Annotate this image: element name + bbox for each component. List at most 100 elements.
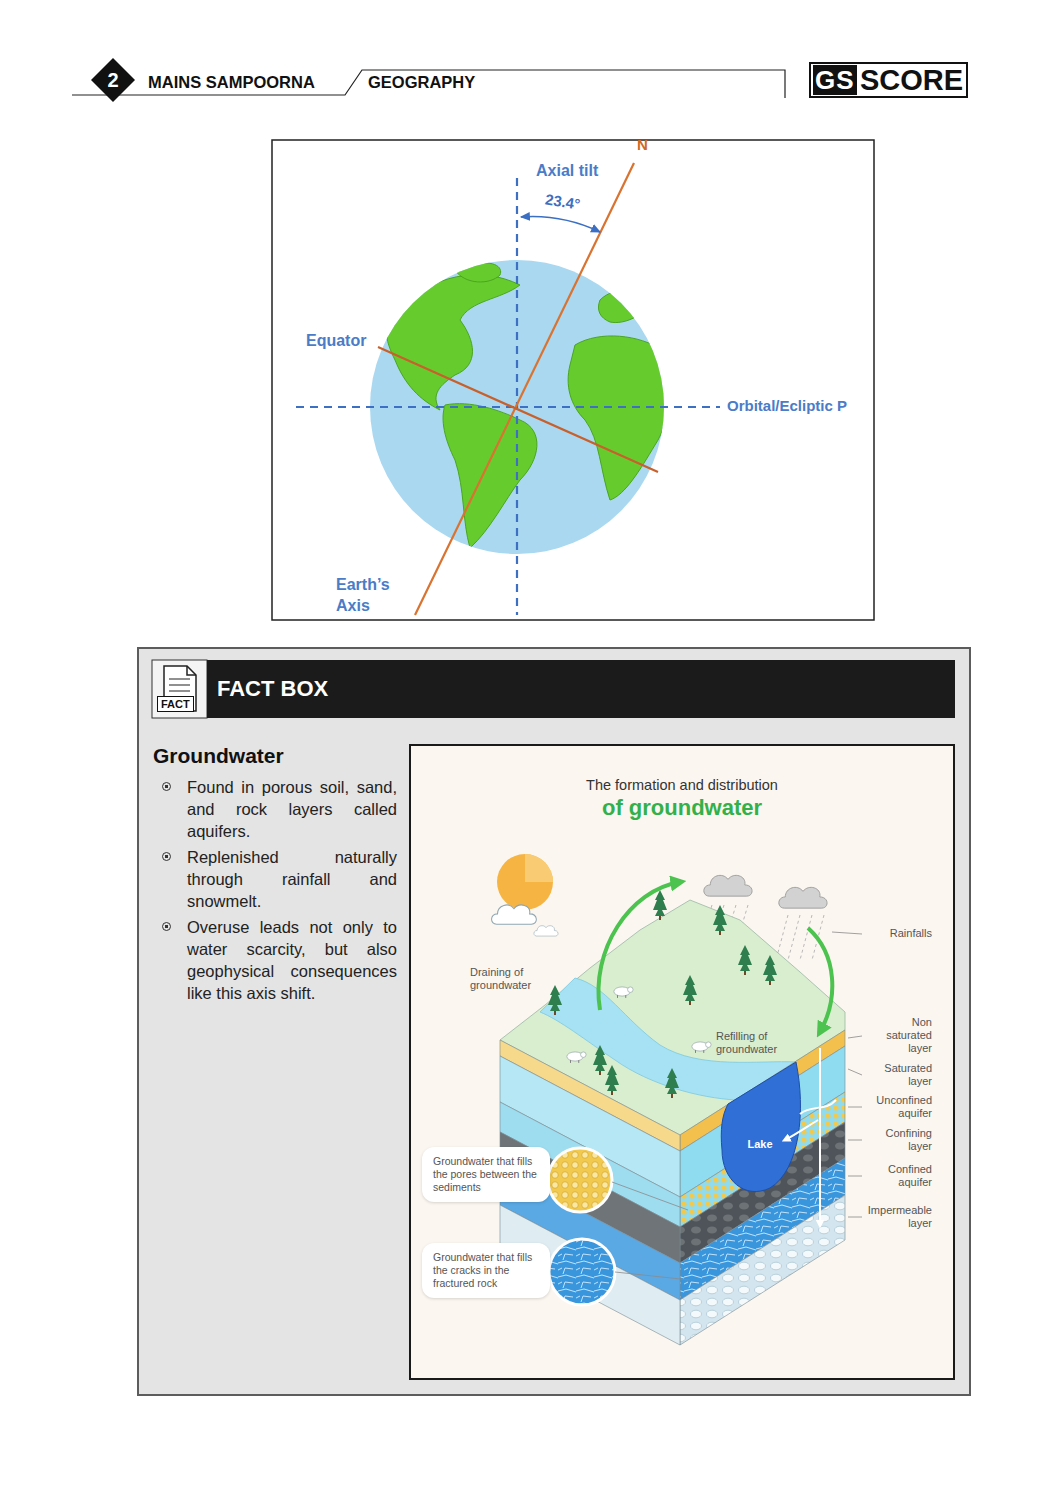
layer-label: Confining layer <box>866 1127 932 1153</box>
page-number-badge: 2 <box>91 58 135 102</box>
trees <box>665 1068 679 1098</box>
box-title: FACT BOX <box>217 676 328 702</box>
trees <box>593 1045 607 1075</box>
leader-line <box>848 1069 862 1075</box>
water-cycle-arrow <box>598 882 832 1032</box>
axis-label: Earth’s Axis <box>336 574 406 616</box>
layer-label: Non saturated layer <box>866 1016 932 1055</box>
layer-label: Unconfined aquifer <box>866 1094 932 1120</box>
globe <box>455 263 501 282</box>
leader-line <box>615 1272 690 1280</box>
illustration-background <box>409 744 955 1380</box>
livestock <box>567 1052 586 1063</box>
bullet-text: Replenished naturally through rainfall a… <box>187 846 397 912</box>
groundwater-flow-arrow <box>800 1100 836 1114</box>
axis-line <box>415 163 634 615</box>
sun-and-clouds <box>525 854 553 882</box>
brand-logo: GSSCORE <box>809 62 968 98</box>
livestock <box>692 1042 711 1053</box>
brand-name: SCORE <box>860 64 963 96</box>
globe <box>598 291 652 323</box>
groundwater-flow-arrow <box>785 1048 836 1225</box>
sun-and-clouds <box>534 926 558 936</box>
reference-line <box>296 178 720 615</box>
process-label: Rainfalls <box>866 927 932 940</box>
illustration-background <box>409 744 955 1380</box>
trees <box>763 955 777 985</box>
callout-text: Groundwater that fills the cracks in the… <box>433 1251 539 1290</box>
bullet-text: Overuse leads not only to water scarcity… <box>187 916 397 1004</box>
axis-line <box>378 163 658 615</box>
callout-text: Groundwater that fills the pores between… <box>433 1155 539 1194</box>
layer-label: Saturated layer <box>866 1062 932 1088</box>
earth-figure-frame <box>272 140 874 620</box>
trees <box>548 985 562 1015</box>
magnifier-circle <box>548 1148 612 1212</box>
reference-line <box>516 178 518 615</box>
icon-caption: FACT <box>157 696 194 712</box>
fact-box-background <box>138 648 970 1395</box>
rock-layers <box>500 1030 845 1345</box>
water-body-label: Lake <box>740 1138 780 1151</box>
section-heading: Groundwater <box>153 743 284 768</box>
livestock <box>567 987 711 1063</box>
angle-value: 23.4° <box>544 190 582 213</box>
trees <box>548 890 777 1098</box>
globe <box>568 336 668 500</box>
magnifier-circle <box>548 1148 615 1305</box>
header-rule <box>72 70 785 98</box>
sun-and-clouds <box>704 875 752 896</box>
page-number-diamond <box>91 58 135 102</box>
layer-label: Confined aquifer <box>866 1163 932 1189</box>
leader-line <box>848 1176 862 1177</box>
sun-and-clouds <box>497 854 553 910</box>
leader-line <box>848 1107 862 1108</box>
groundwater-flow-arrow <box>819 1048 821 1225</box>
process-label: Refilling of groundwater <box>716 1030 808 1056</box>
callout-box: Groundwater that fills the cracks in the… <box>422 1243 550 1298</box>
figure-title: of groundwater <box>411 795 953 821</box>
earth-figure-frame <box>272 140 874 620</box>
fact-box-background <box>138 648 970 1395</box>
sun-and-clouds <box>779 887 827 908</box>
groundwater-flow-arrow <box>785 1120 818 1140</box>
header-rule <box>72 70 785 98</box>
trees <box>683 975 697 1005</box>
lake <box>721 1062 800 1192</box>
trees <box>738 945 752 975</box>
plane-label: Orbital/Ecliptic P <box>727 397 847 415</box>
globe <box>386 263 668 548</box>
leader-line <box>612 932 862 1280</box>
livestock <box>614 987 633 998</box>
figure-title: The formation and distribution <box>411 776 953 794</box>
fact-box-background <box>152 660 207 718</box>
document-icon <box>187 666 196 675</box>
leader-line <box>848 1140 862 1141</box>
water-cycle-arrow <box>808 928 832 1032</box>
trees <box>713 905 727 935</box>
magnifier-circle <box>549 1239 615 1305</box>
fact-box-header: FACT BOX <box>207 660 955 718</box>
axis-label: Axial tilt <box>536 161 598 180</box>
trees <box>605 1065 619 1095</box>
page-number: 2 <box>91 69 135 91</box>
leader-line <box>832 932 862 934</box>
globe <box>632 509 656 526</box>
document-icon <box>169 679 190 691</box>
leader-line <box>848 1036 862 1038</box>
page-number-diamond <box>91 58 135 102</box>
series-name: MAINS SAMPOORNA <box>148 73 315 92</box>
leader-line <box>848 1217 862 1218</box>
illustration-frame: The formation and distributionof groundw… <box>409 744 955 1380</box>
leader-line <box>612 1182 688 1210</box>
brand-mark: GS <box>813 65 857 95</box>
tilt-arc <box>521 217 600 232</box>
subject-name: GEOGRAPHY <box>368 73 475 92</box>
fact-icon: FACT <box>152 660 207 718</box>
process-label: Draining of groundwater <box>470 966 550 992</box>
sun-and-clouds <box>492 905 537 924</box>
trees <box>653 890 667 920</box>
callout-box: Groundwater that fills the pores between… <box>422 1147 550 1202</box>
equator-label: Equator <box>306 331 366 350</box>
